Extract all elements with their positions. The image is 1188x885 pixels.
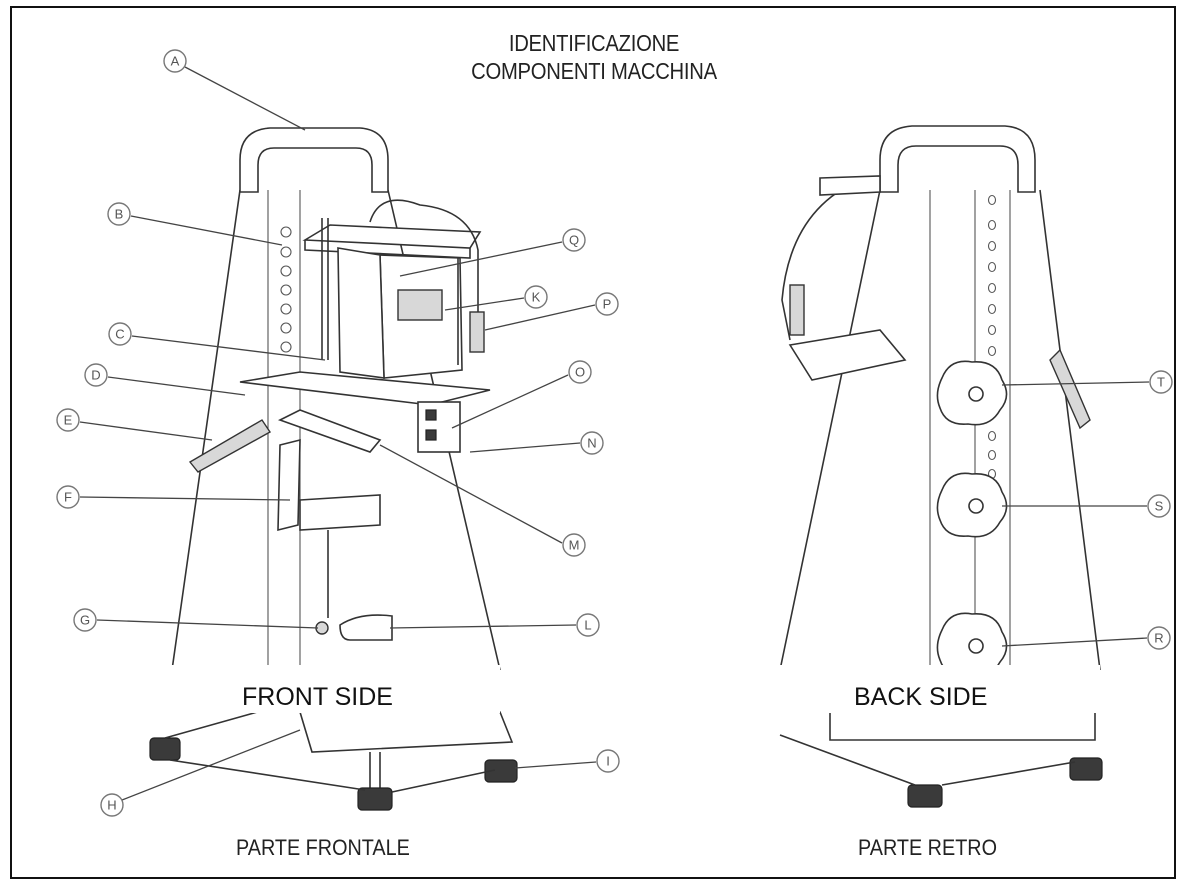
callout-G: G <box>73 608 97 632</box>
air-pipe <box>369 199 479 320</box>
svg-text:O: O <box>575 365 585 380</box>
back-caption: PARTE RETRO <box>858 835 997 860</box>
front-column-slot <box>267 190 301 670</box>
callout-A: A <box>163 49 187 73</box>
callout-C: C <box>108 322 132 346</box>
callout-F: F <box>56 485 80 509</box>
callout-R: R <box>1147 626 1171 650</box>
knob-top <box>936 360 1008 426</box>
knob-middle <box>936 472 1008 538</box>
back-column-outline <box>779 189 1101 671</box>
front-base <box>298 711 514 753</box>
front-handle <box>239 127 389 193</box>
svg-text:N: N <box>587 436 596 451</box>
title-line-1: IDENTIFICAZIONE <box>508 30 680 56</box>
callout-S: S <box>1147 494 1171 518</box>
back-adjust-holes <box>987 194 997 480</box>
svg-text:D: D <box>91 368 100 383</box>
front-machine <box>149 127 518 811</box>
svg-text:G: G <box>80 613 90 628</box>
air-connector <box>188 419 272 473</box>
title-line-2: COMPONENTI MACCHINA <box>471 58 717 84</box>
knob-bottom <box>936 612 1008 678</box>
svg-text:H: H <box>107 798 116 813</box>
front-foot-left <box>149 737 181 761</box>
svg-text:T: T <box>1157 375 1165 390</box>
svg-text:Q: Q <box>569 233 579 248</box>
front-clamp <box>339 614 393 641</box>
svg-text:L: L <box>584 618 591 633</box>
svg-text:K: K <box>532 290 541 305</box>
callout-B: B <box>107 202 131 226</box>
svg-text:B: B <box>115 207 124 222</box>
callout-M: M <box>562 533 586 557</box>
front-adjust-holes <box>280 226 292 353</box>
back-machine <box>779 125 1103 808</box>
callout-K: K <box>524 285 548 309</box>
svg-text:R: R <box>1154 631 1163 646</box>
back-base <box>829 712 1096 741</box>
svg-text:C: C <box>115 327 124 342</box>
callout-T: T <box>1149 370 1173 394</box>
back-arm <box>788 329 907 381</box>
callout-D: D <box>84 363 108 387</box>
callout-E: E <box>56 408 80 432</box>
front-label-band <box>150 665 500 713</box>
svg-text:A: A <box>171 54 180 69</box>
svg-text:F: F <box>64 490 72 505</box>
callout-P: P <box>595 292 619 316</box>
front-foot-right <box>484 759 518 783</box>
svg-text:M: M <box>569 538 580 553</box>
callout-Q: Q <box>562 228 586 252</box>
callout-I: I <box>596 749 620 773</box>
leader-lines <box>79 66 1150 801</box>
back-handle <box>879 125 1036 193</box>
front-base-plate <box>239 371 491 406</box>
front-side-label: FRONT SIDE <box>242 683 393 711</box>
back-foot-right <box>1069 757 1103 781</box>
svg-text:S: S <box>1155 499 1164 514</box>
front-foot-center <box>357 787 393 811</box>
callout-O: O <box>568 360 592 384</box>
callout-H: H <box>100 793 124 817</box>
label-plate <box>397 289 443 321</box>
front-caption: PARTE FRONTALE <box>236 835 410 860</box>
front-tool-blade <box>277 438 301 532</box>
front-top-plate <box>302 224 482 249</box>
front-fitting <box>469 311 485 353</box>
back-side-label: BACK SIDE <box>854 683 988 711</box>
back-foot-center <box>907 784 943 808</box>
svg-text:I: I <box>606 754 610 769</box>
callout-N: N <box>580 431 604 455</box>
back-label-band <box>770 665 1100 713</box>
callout-L: L <box>576 613 600 637</box>
back-connector <box>1049 348 1091 430</box>
svg-text:P: P <box>603 297 612 312</box>
svg-text:E: E <box>64 413 73 428</box>
